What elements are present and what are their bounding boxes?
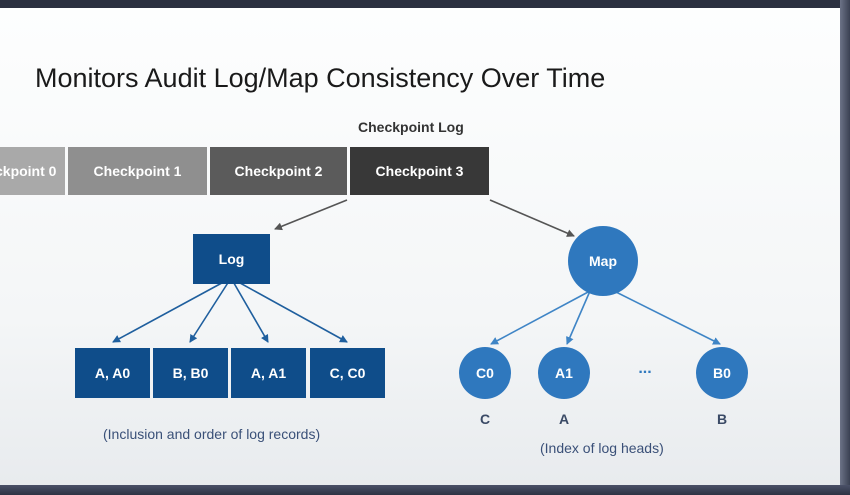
- checkpoint-2-box: Checkpoint 2: [210, 147, 347, 195]
- arrow-map-to-leaf-2: [566, 290, 591, 345]
- window-edge-right: [840, 0, 850, 495]
- slide-title: Monitors Audit Log/Map Consistency Over …: [35, 63, 606, 93]
- arrow-log-to-record-2: [189, 277, 232, 343]
- map-leaf-b0: B0: [696, 347, 748, 399]
- log-node: Log: [193, 234, 270, 284]
- map-ellipsis: ...: [638, 360, 652, 377]
- checkpoint-3-box: Checkpoint 3: [350, 147, 489, 195]
- log-record-1: A, A0: [75, 348, 150, 398]
- log-record-4: C, C0: [310, 348, 385, 398]
- map-key-a: A: [558, 411, 570, 427]
- connector-arrows: [112, 199, 721, 345]
- map-leaf-c0: C0: [459, 347, 511, 399]
- log-record-3: A, A1: [231, 348, 306, 398]
- arrow-checkpoint-to-map: [489, 199, 575, 237]
- log-record-2: B, B0: [153, 348, 228, 398]
- map-node: Map: [568, 226, 638, 296]
- arrow-map-to-leaf-3: [607, 287, 721, 345]
- checkpoint-log-label: Checkpoint Log: [358, 119, 464, 135]
- log-caption: (Inclusion and order of log records): [103, 426, 321, 442]
- window-edge-bottom: [0, 485, 850, 495]
- arrow-log-to-record-3: [230, 277, 269, 343]
- map-key-b: B: [716, 411, 728, 427]
- slide: Monitors Audit Log/Map Consistency Over …: [0, 8, 840, 485]
- arrow-map-to-leaf-1: [490, 290, 591, 345]
- map-key-c: C: [479, 411, 491, 427]
- checkpoint-1-box: Checkpoint 1: [68, 147, 207, 195]
- arrow-log-to-record-1: [112, 277, 232, 343]
- checkpoint-0-box: Checkpoint 0: [0, 147, 65, 195]
- map-caption: (Index of log heads): [540, 440, 664, 456]
- map-leaf-a1: A1: [538, 347, 590, 399]
- arrow-checkpoint-to-log: [274, 199, 348, 231]
- arrow-log-to-record-4: [230, 277, 348, 343]
